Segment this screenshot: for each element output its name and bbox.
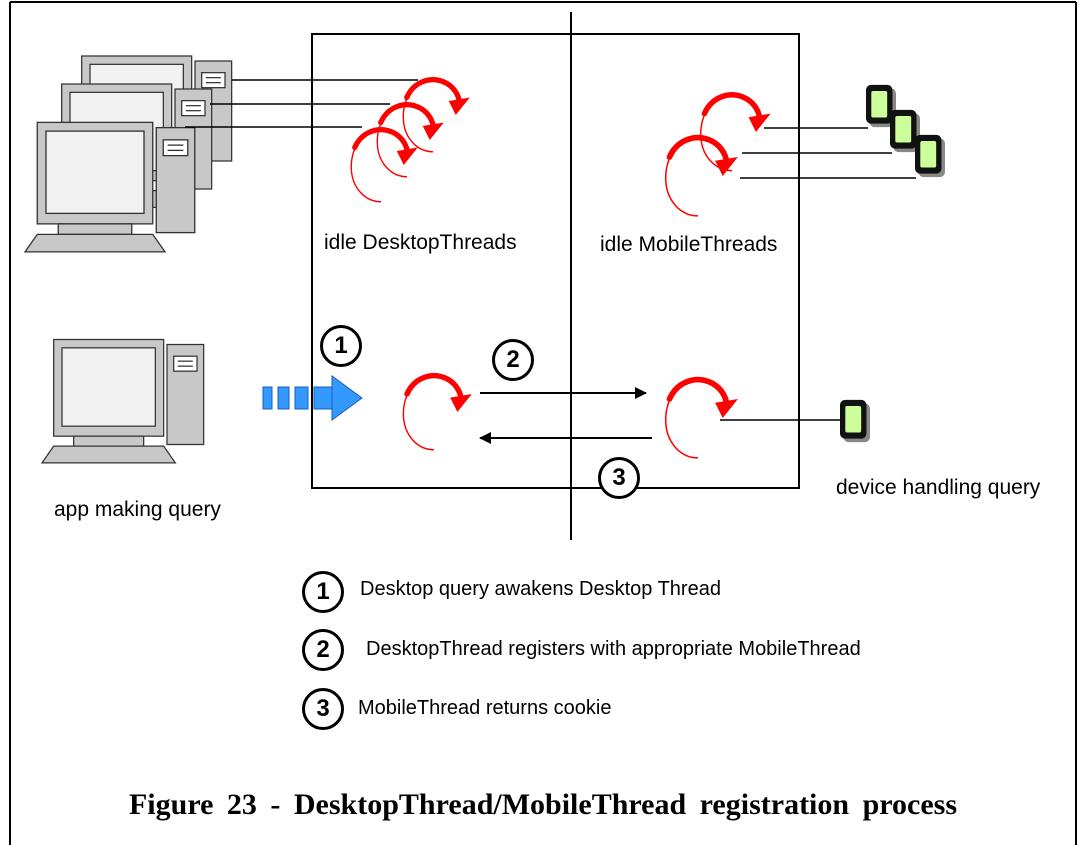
step-marker-1: 1 — [320, 325, 362, 367]
app-making-query-label: app making query — [54, 498, 221, 521]
desktop-computer-icon — [41, 338, 205, 464]
mobile-device-icon — [840, 399, 870, 443]
thread-spiral-icon — [403, 374, 471, 450]
legend-marker-2: 2 — [302, 629, 344, 671]
step-marker-3: 3 — [598, 457, 640, 499]
desktop-computers-group — [24, 55, 233, 253]
device-handling-query-label: device handling query — [836, 476, 1041, 499]
figure-caption: Figure 23 - DesktopThread/MobileThread r… — [128, 788, 958, 821]
legend-marker-3: 3 — [302, 688, 344, 730]
thread-pool-box — [311, 33, 800, 489]
idle-mobile-threads-label: idle MobileThreads — [600, 233, 778, 256]
idle-desktop-threads-label: idle DesktopThreads — [324, 231, 517, 254]
legend-step-1-text: Desktop query awakens Desktop Thread — [360, 578, 721, 600]
query-arrow — [262, 375, 363, 421]
legend-step-3-text: MobileThread returns cookie — [358, 697, 612, 719]
step-marker-2: 2 — [492, 339, 534, 381]
thread-spiral-icon — [666, 136, 738, 216]
legend-step-2-text: DesktopThread registers with appropriate… — [366, 638, 861, 660]
mobile-device-icon — [915, 134, 945, 178]
thread-spiral-icon — [403, 78, 470, 152]
thread-spiral-icon — [666, 378, 738, 458]
desktop-computer-icon — [24, 121, 196, 253]
legend-marker-1: 1 — [302, 571, 344, 613]
